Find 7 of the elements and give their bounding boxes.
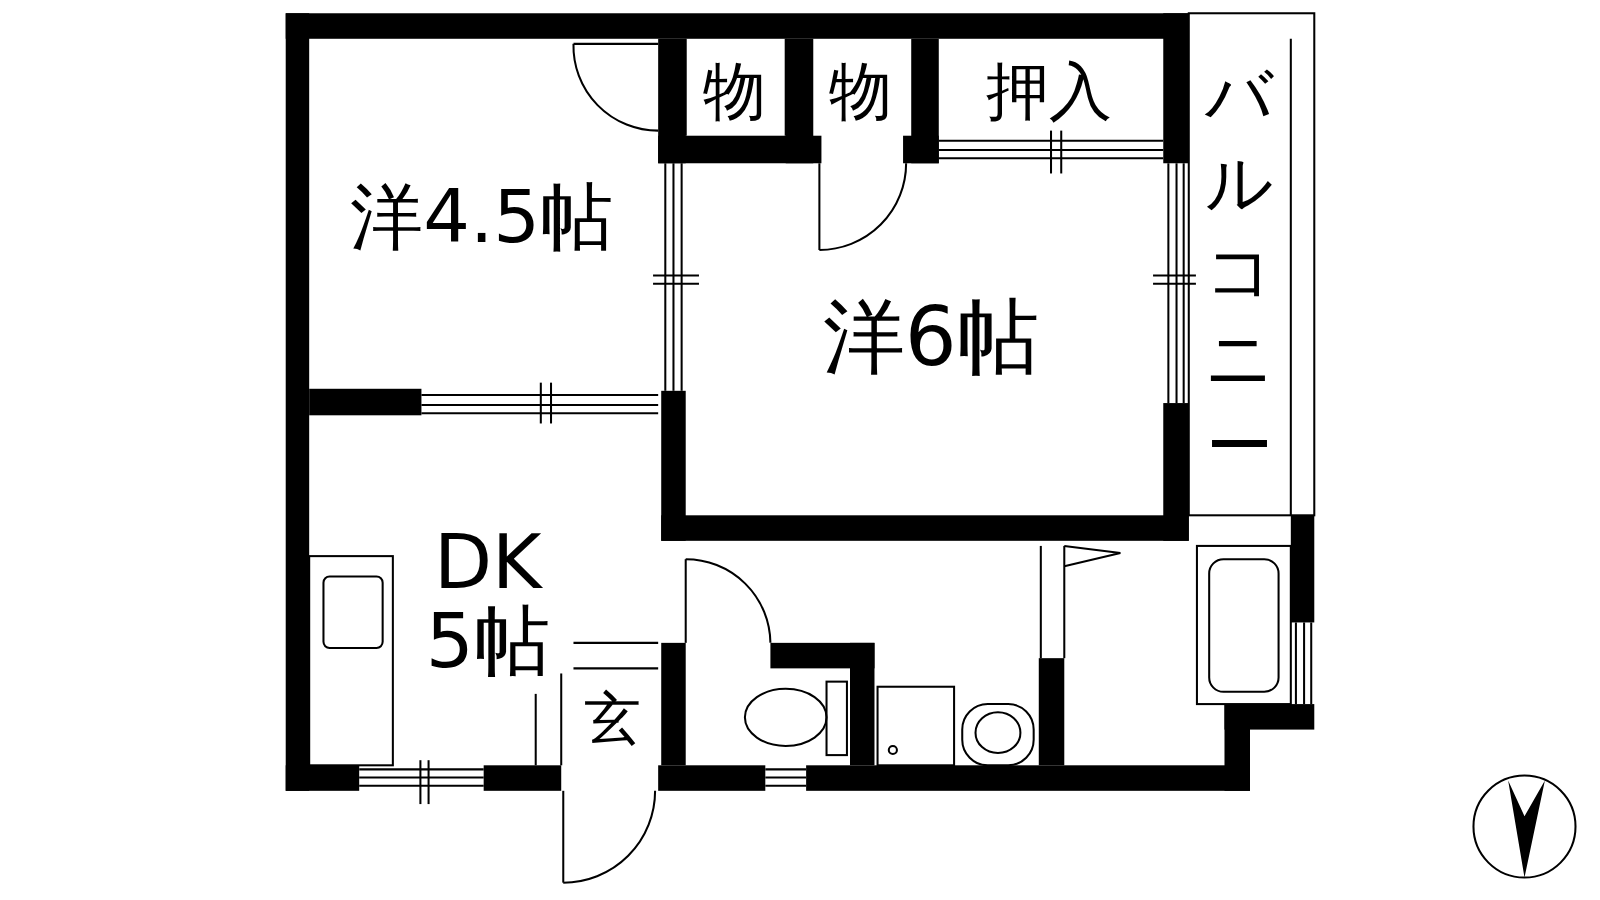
room-label: 物 (828, 60, 892, 124)
room-label: 押入 (985, 60, 1112, 124)
room-label: 洋6帖 (822, 295, 1039, 378)
room-label: DK 5帖 (412, 522, 563, 682)
room-label: 洋4.5帖 (350, 180, 614, 255)
room-label: 物 (703, 60, 767, 124)
room-label: 玄 (583, 690, 641, 748)
